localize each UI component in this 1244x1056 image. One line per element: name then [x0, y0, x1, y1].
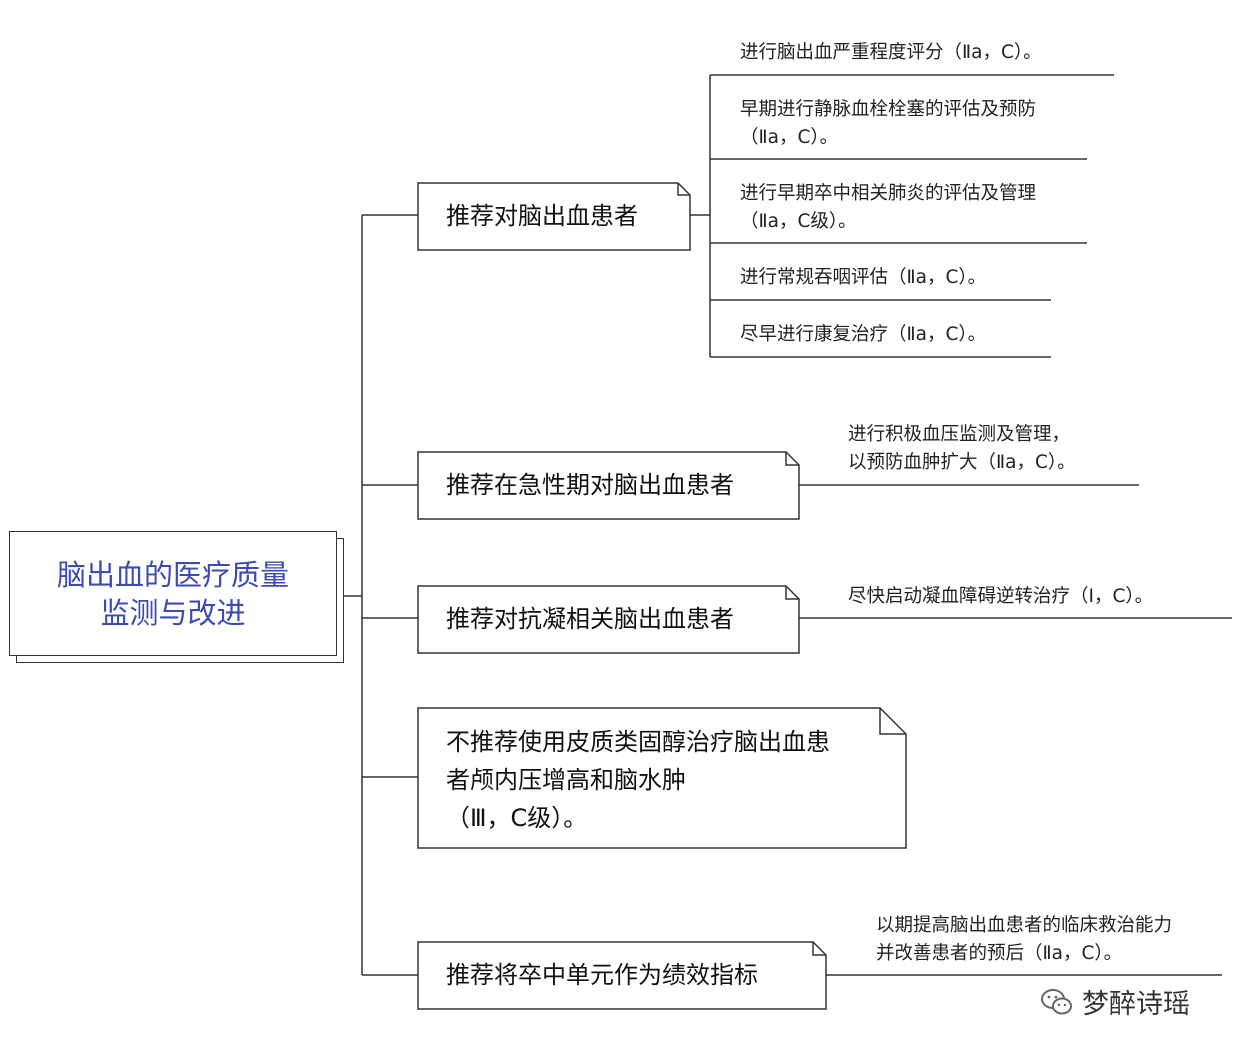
branch-5-label[interactable]: 推荐将卒中单元作为绩效指标 — [446, 961, 758, 989]
branch-2-label[interactable]: 推荐在急性期对脑出血患者 — [446, 471, 734, 499]
leaf-1-2[interactable]: 早期进行静脉血栓栓塞的评估及预防 （Ⅱa，C）。 — [740, 99, 1037, 148]
leaf-1-4[interactable]: 进行常规吞咽评估（Ⅱa，C）。 — [740, 267, 987, 288]
root-node[interactable]: 脑出血的医疗质量 监测与改进 — [9, 531, 337, 656]
leaf-2-1[interactable]: 进行积极血压监测及管理， 以预防血肿扩大（Ⅱa，C）。 — [848, 424, 1076, 473]
branch-3-label[interactable]: 推荐对抗凝相关脑出血患者 — [446, 605, 734, 633]
branch-3-note — [417, 585, 800, 654]
leaf-5-1[interactable]: 以期提高脑出血患者的临床救治能力 并改善患者的预后（Ⅱa，C）。 — [876, 915, 1173, 964]
branch-1-label[interactable]: 推荐对脑出血患者 — [446, 202, 638, 230]
leaf-1-5[interactable]: 尽早进行康复治疗（Ⅱa，C）。 — [740, 324, 987, 345]
branch-1-note — [417, 182, 691, 251]
branch-5-note — [417, 941, 827, 1010]
watermark: 梦醉诗瑶 — [1040, 982, 1190, 1021]
branch-4-note — [417, 707, 907, 849]
branch-2-note — [417, 451, 800, 520]
root-title: 脑出血的医疗质量 监测与改进 — [56, 557, 289, 630]
leaf-1-3[interactable]: 进行早期卒中相关肺炎的评估及管理 （Ⅱa，C级）。 — [740, 183, 1037, 232]
leaf-3-1[interactable]: 尽快启动凝血障碍逆转治疗（Ⅰ，C）。 — [848, 586, 1154, 607]
wechat-icon — [1041, 988, 1072, 1014]
branch-4-label[interactable]: 不推荐使用皮质类固醇治疗脑出血患 者颅内压增高和脑水肿 （Ⅲ，C级）。 — [446, 728, 830, 832]
leaf-1-1[interactable]: 进行脑出血严重程度评分（Ⅱa，C）。 — [740, 42, 1042, 63]
watermark-text: 梦醉诗瑶 — [1082, 989, 1190, 1020]
